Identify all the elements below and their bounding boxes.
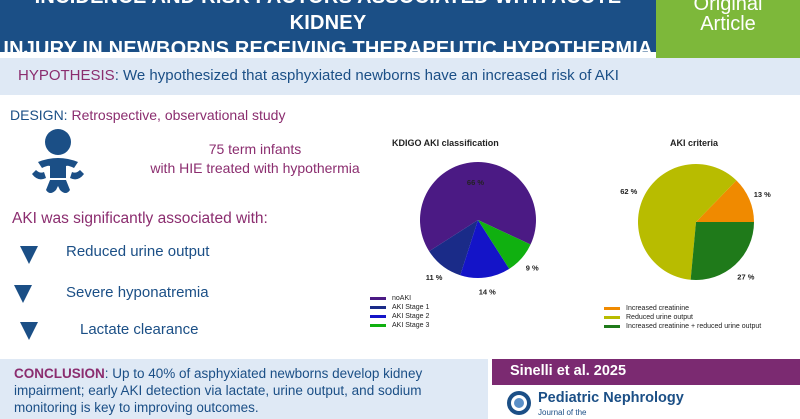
original-article-badge: Original Article xyxy=(656,0,800,58)
hypothesis-label: HYPOTHESIS xyxy=(18,67,115,84)
chart1-legend: noAKI AKI Stage 1 AKI Stage 2 AKI Stage 3 xyxy=(370,294,429,330)
legend-label: AKI Stage 2 xyxy=(392,313,430,320)
legend-swatch xyxy=(370,297,386,300)
kdigo-pie-chart: 66 % 11 % 14 % 9 % xyxy=(420,162,539,296)
journal-logo-icon xyxy=(507,391,531,415)
legend-item: noAKI xyxy=(370,294,429,303)
journal-subtitle: Journal of the xyxy=(538,408,587,417)
aki-criteria-pie-chart: 13 % 62 % 27 % xyxy=(620,164,771,282)
pie-slice-reduced-urine-output xyxy=(638,164,737,280)
badge-line-2: Article xyxy=(700,13,756,35)
legend-label: AKI Stage 3 xyxy=(392,322,430,329)
legend-item: Increased creatinine xyxy=(604,304,761,313)
legend-swatch xyxy=(604,325,620,328)
population-line-2: with HIE treated with hypothermia xyxy=(150,160,360,176)
association-item-1: Reduced urine output xyxy=(66,243,210,260)
legend-swatch xyxy=(370,306,386,309)
association-heading: AKI was significantly associated with: xyxy=(12,210,268,227)
badge-line-1: Original xyxy=(693,0,763,15)
pie-value-label: 9 % xyxy=(526,263,539,272)
bullet-triangle-icon xyxy=(20,246,38,264)
citation-text: Sinelli et al. 2025 xyxy=(510,363,627,379)
association-item-2: Severe hyponatremia xyxy=(66,284,209,301)
legend-item: AKI Stage 1 xyxy=(370,303,429,312)
legend-label: AKI Stage 1 xyxy=(392,304,430,311)
pie-slice-aki-stage-3 xyxy=(478,220,531,269)
legend-swatch xyxy=(370,315,386,318)
design-text: DESIGN: Retrospective, observational stu… xyxy=(10,107,285,123)
hypothesis-bar xyxy=(0,58,800,95)
chart2-title: AKI criteria xyxy=(670,138,719,148)
chart1-title: KDIGO AKI classification xyxy=(392,138,499,148)
legend-label: Increased creatinine xyxy=(626,305,690,312)
pie-value-label: 27 % xyxy=(737,273,754,282)
association-item-3: Lactate clearance xyxy=(80,321,199,338)
design-label: DESIGN: xyxy=(10,107,68,123)
bullet-triangle-icon xyxy=(14,285,32,303)
header-banner: INCIDENCE AND RISK FACTORS ASSOCIATED WI… xyxy=(0,0,656,60)
legend-item: AKI Stage 3 xyxy=(370,321,429,330)
hypothesis-body: : We hypothesized that asphyxiated newbo… xyxy=(114,67,619,84)
pie-slice-aki-stage-1 xyxy=(429,220,478,276)
legend-swatch xyxy=(604,316,620,319)
pie-value-label: 62 % xyxy=(620,187,637,196)
pie-slice-increased-creatinine xyxy=(696,180,754,222)
baby-icon xyxy=(32,129,84,193)
legend-swatch xyxy=(370,324,386,327)
legend-item: AKI Stage 2 xyxy=(370,312,429,321)
conclusion-text: CONCLUSION: Up to 40% of asphyxiated new… xyxy=(14,365,486,416)
hypothesis-text: HYPOTHESIS: We hypothesized that asphyxi… xyxy=(18,67,619,84)
journal-name: Pediatric Nephrology xyxy=(538,390,684,406)
pie-value-label: 13 % xyxy=(754,190,771,199)
pie-value-label: 66 % xyxy=(467,178,484,187)
pie-value-label: 14 % xyxy=(479,287,496,296)
population-text: 75 term infants with HIE treated with hy… xyxy=(150,140,360,178)
conclusion-bar xyxy=(0,359,488,419)
title-line-1: INCIDENCE AND RISK FACTORS ASSOCIATED WI… xyxy=(35,0,621,34)
bullet-triangle-icon xyxy=(20,322,38,340)
conclusion-body: : Up to 40% of asphyxiated newborns deve… xyxy=(14,366,423,415)
title-line-2: INJURY IN NEWBORNS RECEIVING THERAPEUTIC… xyxy=(3,38,653,60)
pie-slice-noaki xyxy=(420,162,536,252)
legend-label: noAKI xyxy=(392,295,412,302)
page-title: INCIDENCE AND RISK FACTORS ASSOCIATED WI… xyxy=(0,0,656,62)
legend-label: Increased creatinine + reduced urine out… xyxy=(626,323,762,330)
legend-swatch xyxy=(604,307,620,310)
citation-bar xyxy=(492,359,800,385)
design-value: Retrospective, observational study xyxy=(67,107,286,123)
legend-label: Reduced urine output xyxy=(626,314,693,321)
conclusion-label: CONCLUSION xyxy=(14,366,105,381)
pie-value-label: 11 % xyxy=(426,273,443,282)
population-line-1: 75 term infants xyxy=(208,141,302,157)
legend-item: Reduced urine output xyxy=(604,313,761,322)
pie-slice-increased-creatinine-reduced-urine-output xyxy=(690,222,754,280)
pie-slice-aki-stage-2 xyxy=(460,220,510,278)
legend-item: Increased creatinine + reduced urine out… xyxy=(604,322,761,331)
